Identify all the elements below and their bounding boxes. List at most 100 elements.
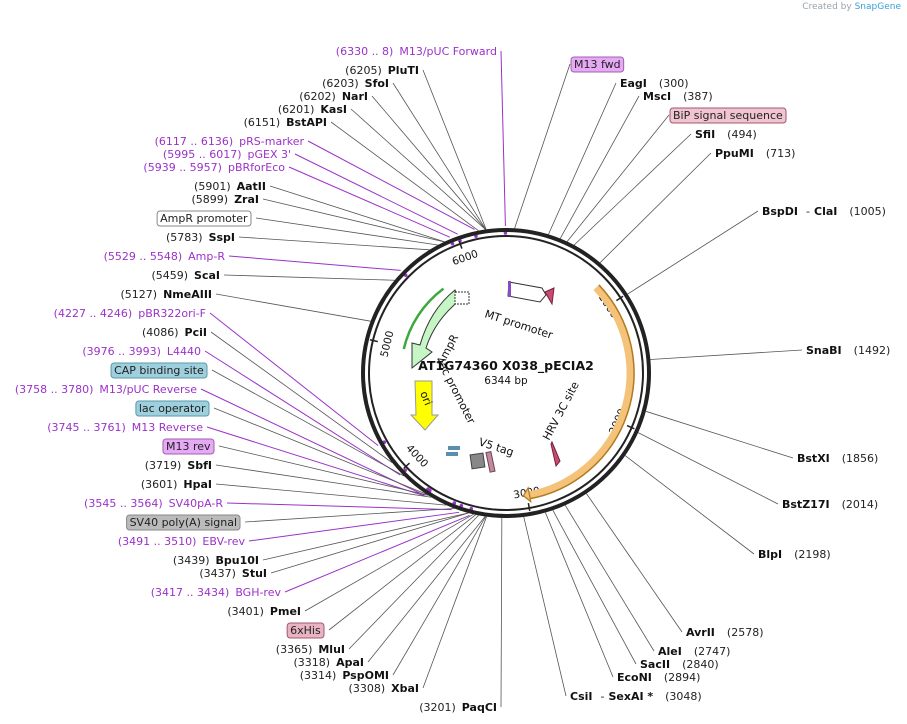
leader-line	[500, 50, 506, 227]
primer-label-pbrforeco: (5939 .. 5957)pBRforEco	[143, 161, 285, 174]
feature-label-ampr-promoter: AmpR promoter	[160, 212, 248, 225]
label-part: (5783)	[166, 231, 203, 244]
site-label-avrii: AvrII(2578)	[686, 626, 763, 639]
label-part: (3439)	[173, 554, 210, 567]
site-label-sfii: SfiI(494)	[695, 128, 757, 141]
site-label-hpai: (3601)HpaI	[141, 478, 212, 491]
label-part: PaqCI	[462, 701, 497, 714]
leader-line	[552, 510, 637, 665]
label-part: (3976 .. 3993)	[82, 345, 161, 358]
site-label-bpu10i: (3439) Bpu10I	[173, 554, 259, 567]
label-part: (2198)	[794, 548, 831, 561]
label-part: (3417 .. 3434)	[151, 586, 230, 599]
leader-line	[248, 511, 460, 542]
leader-line	[371, 95, 486, 230]
label-part: NarI	[342, 90, 368, 103]
site-label-paqci: (3201) PaqCI	[419, 701, 497, 714]
label-part: (2894)	[664, 671, 701, 684]
leader-line	[238, 236, 430, 251]
left-labels: (6330 .. 8)M13/pUC Forward(6205)PluTI(62…	[15, 45, 497, 714]
label-part: (3401)	[227, 605, 264, 618]
label-part: pBR322ori-F	[138, 307, 206, 320]
leader-line	[564, 505, 655, 652]
label-part: CsiI	[570, 690, 592, 703]
label-part: (2747)	[694, 645, 731, 658]
leader-line	[367, 516, 486, 663]
label-part: (4227 .. 4246)	[54, 307, 133, 320]
m13-fwd-marker	[508, 281, 511, 297]
feature-label-bip-signal-sequence: BiP signal sequence	[673, 109, 783, 122]
leader-line	[200, 388, 425, 496]
site-label-kasi: (6201)KasI	[278, 103, 347, 116]
label-part: (6151)	[244, 116, 281, 129]
label-part: M13 rev	[166, 440, 211, 453]
label-part: (3758 .. 3780)	[15, 383, 94, 396]
label-part: -	[600, 690, 604, 703]
leader-line	[244, 508, 455, 523]
label-part: (713)	[766, 147, 796, 160]
site-label-bspdi: BspDI-ClaI(1005)	[762, 205, 886, 218]
site-label-sbfi: (3719)SbfI	[145, 459, 212, 472]
label-part: (3201)	[419, 701, 456, 714]
hrv-3c-site-marker	[550, 440, 561, 468]
label-part: (5995 .. 6017)	[163, 148, 242, 161]
label-part: BGH-rev	[235, 586, 281, 599]
leader-line	[559, 95, 640, 239]
leader-line	[514, 63, 571, 229]
label-part: Amp-R	[188, 250, 225, 263]
backbone-outer-ring	[361, 228, 651, 518]
label-part: (300)	[659, 77, 689, 90]
site-label-blpi: BlpI (2198)	[758, 548, 831, 561]
leader-line	[523, 516, 567, 697]
primer-label-prs-marker: (6117 .. 6136)pRS-marker	[155, 135, 305, 148]
label-part: (2014)	[842, 498, 879, 511]
label-part: BlpI	[758, 548, 782, 561]
label-part: (1856)	[842, 452, 879, 465]
site-label-scai: (5459)ScaI	[151, 269, 220, 282]
label-part: SspI	[209, 231, 235, 244]
site-label-sfoi: (6203)SfoI	[322, 77, 389, 90]
snapgene-watermark: Created by SnapGene	[802, 2, 901, 12]
label-part: ZraI	[234, 193, 259, 206]
primer-mark	[503, 231, 508, 235]
label-part: ApaI	[336, 656, 364, 669]
site-label-csii: CsiI-SexAI *(3048)	[570, 690, 702, 703]
6xhis-marker	[485, 451, 496, 473]
tick-mark	[615, 295, 624, 302]
tick-label: 6000	[451, 248, 480, 268]
label-part: (1005)	[849, 205, 886, 218]
label-part: SacII	[640, 658, 670, 671]
site-label-alei: AleI(2747)	[658, 645, 730, 658]
label-part: SfiI	[695, 128, 715, 141]
leader-line	[328, 514, 476, 631]
bip-signal-marker	[544, 287, 555, 306]
label-part: (2840)	[682, 658, 719, 671]
label-part: EagI	[620, 77, 647, 90]
label-part: SV40pA-R	[169, 497, 224, 510]
leader-line	[223, 274, 395, 281]
hrv-3c-site-label: HRV 3C site	[540, 379, 582, 442]
label-part: (5127)	[121, 288, 158, 301]
orf-arc-outline	[527, 284, 635, 500]
label-part: XbaI	[391, 682, 419, 695]
label-box	[669, 107, 787, 124]
ori-arrow	[409, 380, 440, 431]
label-box	[126, 514, 241, 531]
leader-line	[330, 121, 479, 231]
site-label-nmeaiii: (5127)NmeAIII	[121, 288, 213, 301]
label-part: Bpu10I	[216, 554, 260, 567]
leader-line	[262, 198, 445, 243]
label-part: AmpR promoter	[160, 212, 248, 225]
tick-mark	[369, 339, 378, 343]
label-part: (5939 .. 5957)	[143, 161, 222, 174]
label-box	[110, 362, 208, 379]
site-label-bstapi: (6151)BstAPI	[244, 116, 327, 129]
primer-label-ebv-rev: (3491 .. 3510)EBV-rev	[118, 535, 246, 548]
label-part: (3318)	[294, 656, 331, 669]
label-part: lac operator	[139, 402, 206, 415]
label-part: (6117 .. 6136)	[155, 135, 234, 148]
lac-operator-marker	[448, 446, 460, 450]
site-label-xbai: (3308)XbaI	[349, 682, 419, 695]
label-part: ClaI	[814, 205, 837, 218]
